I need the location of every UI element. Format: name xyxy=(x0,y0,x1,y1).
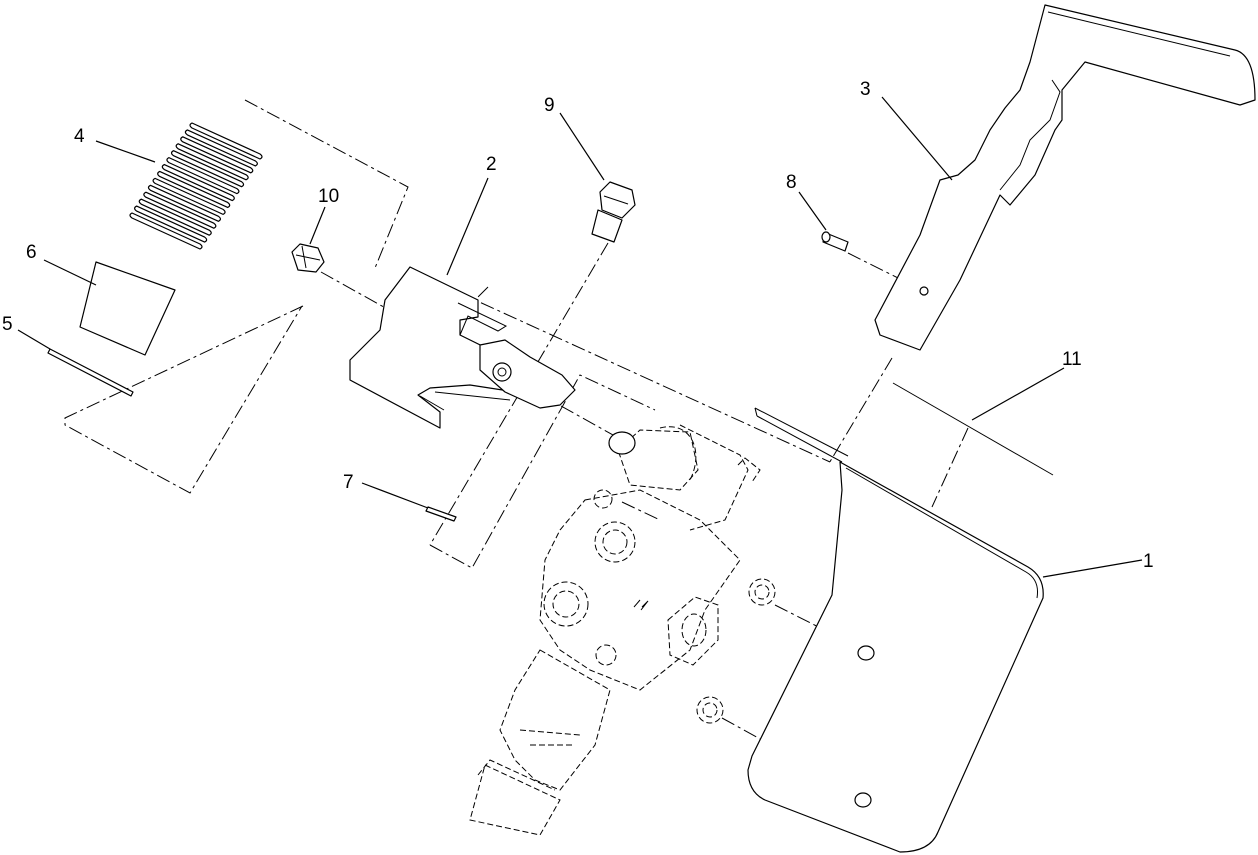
spring-coil xyxy=(166,157,240,195)
spring-coil xyxy=(138,198,212,236)
dowel-pin-end xyxy=(821,231,831,243)
spring-coil xyxy=(184,129,258,167)
spring-coil xyxy=(170,150,245,188)
link-rod xyxy=(892,382,1054,476)
spring-coil xyxy=(180,136,254,174)
spacer-block xyxy=(79,261,176,356)
pin-rod xyxy=(47,348,134,397)
callout-10: 10 xyxy=(318,186,339,207)
callout-5: 5 xyxy=(2,314,13,335)
callout-6: 6 xyxy=(26,242,37,263)
control-handle xyxy=(874,4,1256,351)
spring-coil xyxy=(143,191,217,229)
callout-1: 1 xyxy=(1143,551,1154,572)
spring-coil xyxy=(152,177,226,215)
spring-coil xyxy=(134,205,208,243)
callout-7: 7 xyxy=(343,472,354,493)
hydraulic-control-valve xyxy=(469,424,776,836)
leader-lines xyxy=(17,96,1143,578)
mounting-plate xyxy=(747,407,1044,853)
spring-coil xyxy=(157,170,231,209)
callout-labels: 1 2 3 4 5 6 7 8 9 10 11 xyxy=(2,79,1154,572)
callout-4: 4 xyxy=(74,126,85,147)
spring-coil xyxy=(147,184,222,222)
callout-2: 2 xyxy=(486,154,497,175)
flange-bolt xyxy=(591,181,636,243)
compression-spring xyxy=(129,122,263,250)
cap-nut xyxy=(291,243,325,273)
spring-coil xyxy=(129,212,203,250)
callout-3: 3 xyxy=(860,79,871,100)
bracket xyxy=(349,266,576,429)
roll-pin xyxy=(425,506,457,522)
spring-coil xyxy=(189,122,263,160)
callout-11: 11 xyxy=(1062,349,1082,370)
callout-8: 8 xyxy=(786,172,797,193)
spring-coil xyxy=(175,143,249,181)
callout-9: 9 xyxy=(544,95,555,116)
spring-coil xyxy=(161,163,235,202)
